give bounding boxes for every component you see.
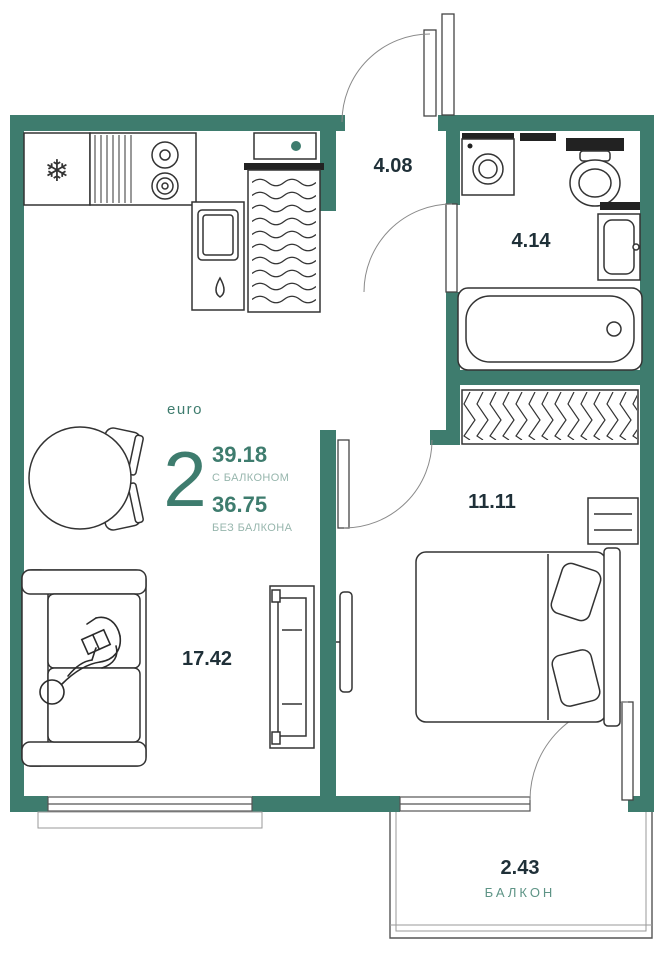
balcony-name-label: БАЛКОН — [485, 885, 556, 900]
toilet-bowl-inner — [578, 168, 612, 198]
wall-top-right — [438, 115, 654, 131]
bedroom-area-label: 11.11 — [468, 491, 516, 513]
entrance-door-frame — [441, 13, 455, 116]
walls — [10, 115, 654, 812]
pillow — [551, 649, 601, 707]
sofa-armrest — [21, 569, 147, 595]
bathroom-door-swing-arc — [363, 203, 453, 293]
wall-top-left — [10, 115, 345, 131]
living-window-sill — [37, 811, 263, 829]
sink-faucet — [632, 243, 640, 251]
wall-bathroom-bottom — [446, 370, 654, 385]
wall-bottom-living-right — [252, 796, 336, 812]
balcony-outline — [389, 812, 653, 939]
bathtub-drain — [606, 321, 622, 337]
hood-dot — [291, 141, 301, 151]
wardrobe-hatch — [463, 392, 637, 440]
furniture-bathroom — [457, 133, 643, 371]
wall-bottom-living-left — [10, 796, 48, 812]
furniture-bedroom — [415, 389, 639, 727]
sink-shelf — [600, 202, 640, 210]
radiator-coil — [252, 176, 316, 306]
balcony-area-label: 2.43 — [501, 857, 540, 879]
furniture-sofa — [21, 569, 147, 767]
entrance-door — [341, 13, 455, 123]
bathroom-sink-basin — [603, 219, 635, 275]
doors — [337, 13, 634, 801]
furniture-kitchen — [23, 132, 324, 313]
wall-bottom-bedroom-right — [628, 796, 654, 812]
bathroom-area-label: 4.14 — [512, 230, 552, 252]
furniture-dining — [28, 426, 144, 531]
counter-hatch — [92, 135, 136, 203]
dining-table — [28, 426, 132, 530]
pillow — [550, 562, 602, 622]
radiator-top-bar — [244, 163, 324, 170]
toilet-tank — [566, 138, 624, 151]
book-icon — [80, 628, 112, 656]
wall-bottom-bedroom-left — [336, 796, 400, 812]
water-drop-icon — [215, 276, 225, 298]
fridge — [23, 132, 91, 206]
labels: 4.08 4.14 11.11 17.42 2.43 БАЛКОН euro 2… — [44, 155, 556, 900]
freezer-snowflake-icon: ❄ — [44, 155, 69, 188]
sofa-armrest — [21, 741, 147, 767]
wall-living-corridor — [320, 131, 336, 211]
stove-burner-inner — [159, 149, 171, 161]
person-figure — [39, 616, 122, 705]
bed-headboard — [603, 547, 621, 727]
bedroom-door — [337, 439, 433, 529]
wall-corridor-bathroom-lower — [446, 292, 460, 385]
wall-corridor-bathroom-upper — [446, 131, 460, 205]
stove-burner-inner — [161, 182, 169, 190]
wall-left — [10, 115, 24, 812]
living-area-label: 17.42 — [182, 648, 232, 670]
room-area-labels: 4.08 4.14 11.11 17.42 2.43 — [182, 155, 551, 879]
bathtub-basin — [465, 295, 635, 363]
washer-knob — [467, 143, 473, 149]
wall-right — [640, 115, 654, 812]
unit-summary: euro 2 39.18 С БАЛКОНОМ 36.75 БЕЗ БАЛКОН… — [163, 401, 292, 534]
balcony-structure — [389, 812, 653, 939]
tv-console-knob — [271, 589, 281, 603]
washer-door-inner — [478, 159, 498, 179]
sofa-cushion — [47, 593, 141, 669]
area-without-balcony-label: БЕЗ БАЛКОНА — [212, 522, 293, 534]
tv-console-knob — [271, 731, 281, 745]
area-without-balcony: 36.75 — [212, 492, 267, 517]
unit-type-label: euro — [167, 401, 203, 418]
wall-bedroom-door-stub — [430, 430, 446, 445]
area-with-balcony: 39.18 — [212, 442, 267, 467]
bedroom-tv — [339, 591, 353, 693]
balcony-inner-line — [395, 812, 647, 932]
washer-top-bar — [462, 133, 514, 139]
furniture-tv — [269, 585, 353, 749]
bedroom-door-swing-arc — [343, 439, 433, 529]
area-with-balcony-label: С БАЛКОНОМ — [212, 472, 289, 484]
entrance-door-swing-arc — [341, 33, 431, 123]
sofa-cushion — [47, 667, 141, 743]
wall-corridor-bedroom — [446, 385, 460, 445]
vent-hood — [253, 132, 317, 160]
rooms-count: 2 — [163, 435, 206, 523]
dresser — [587, 497, 639, 545]
hallway-area-label: 4.08 — [374, 155, 413, 177]
sofa-back — [21, 569, 49, 767]
tv-console-inner — [277, 597, 307, 737]
wall-living-bedroom — [320, 430, 336, 812]
kitchen-sink-basin — [202, 214, 234, 256]
bathroom-door — [363, 203, 458, 293]
bathroom-shelf — [520, 133, 556, 141]
windows — [37, 796, 531, 829]
